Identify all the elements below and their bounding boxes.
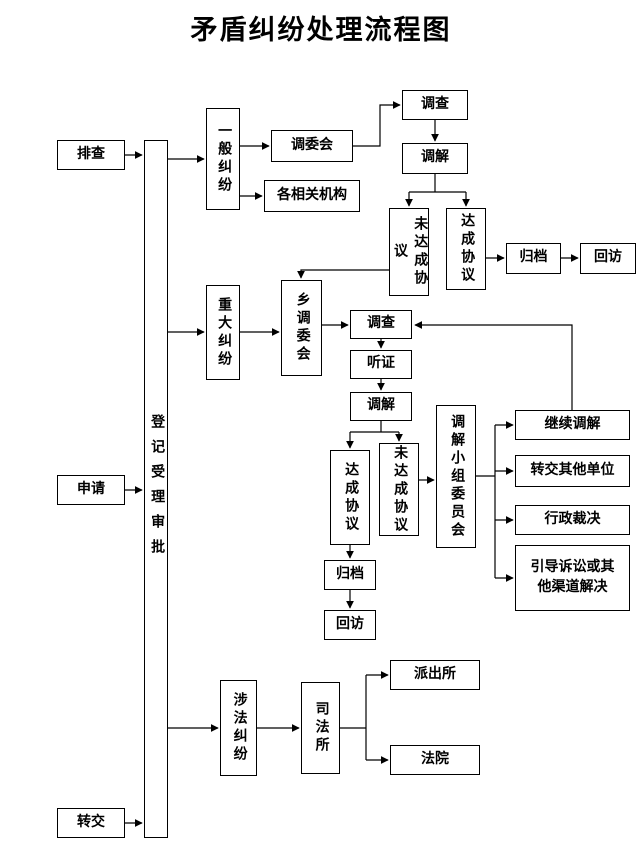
node-archive-2: 归档 [324, 560, 376, 590]
node-agreement-2-label: 达成协议 [343, 461, 359, 534]
node-major-dispute-label: 重大纠纷 [216, 296, 232, 369]
node-related-agencies-label: 各相关机构 [277, 187, 347, 203]
node-legal-dispute: 涉法纠纷 [220, 680, 257, 776]
node-no-agreement-1-label: 未达成协议 [392, 216, 428, 288]
node-archive-1-label: 归档 [519, 250, 548, 266]
node-continue-mediation-label: 继续调解 [544, 416, 601, 432]
node-transfer-label: 转交 [77, 814, 105, 830]
node-police-station-label: 派出所 [414, 666, 456, 682]
node-application-label: 申请 [77, 481, 105, 497]
node-police-station: 派出所 [390, 660, 480, 690]
node-court: 法院 [390, 745, 480, 775]
node-related-agencies: 各相关机构 [264, 180, 360, 212]
node-register-accept-approve-label: 登记受理审批 [149, 414, 165, 564]
node-justice-office-label: 司法所 [313, 701, 329, 755]
node-general-dispute-label: 一般纠纷 [216, 123, 232, 195]
node-hearing: 听证 [350, 350, 412, 379]
node-investigation-2-label: 调查 [367, 316, 395, 332]
node-agreement-1-label: 达成协议 [459, 213, 475, 285]
node-investigation-1: 调查 [402, 90, 468, 120]
node-mediation-group-committee-label: 调解小组委员会 [449, 413, 465, 540]
node-register-accept-approve: 登记受理审批 [144, 140, 168, 838]
node-litigation-guidance: 引导诉讼或其他渠道解决 [515, 545, 630, 611]
node-screening: 排查 [57, 140, 125, 170]
node-mediation-group-committee: 调解小组委员会 [436, 405, 476, 548]
node-mediation-2-label: 调解 [367, 398, 395, 414]
edge-noagreement1-township [297, 269, 389, 279]
node-justice-office: 司法所 [301, 682, 340, 774]
node-no-agreement-2: 未达成协议 [379, 443, 419, 536]
node-transfer-other-units-label: 转交其他单位 [530, 462, 615, 478]
node-follow-up-1-label: 回访 [594, 250, 622, 266]
node-litigation-guidance-label: 引导诉讼或其他渠道解决 [530, 559, 615, 595]
node-agreement-2: 达成协议 [330, 450, 370, 545]
node-follow-up-1: 回访 [580, 243, 636, 274]
edge-continue-investigation2-feedback [414, 321, 573, 410]
node-hearing-label: 听证 [367, 356, 395, 372]
node-archive-1: 归档 [506, 243, 561, 274]
node-administrative-ruling-label: 行政裁决 [544, 511, 601, 527]
node-agreement-1: 达成协议 [446, 208, 486, 290]
node-follow-up-2: 回访 [324, 610, 376, 640]
node-mediation-committee-label: 调委会 [291, 137, 333, 153]
node-administrative-ruling: 行政裁决 [515, 505, 630, 535]
node-major-dispute: 重大纠纷 [206, 285, 240, 380]
edge-committee-investigation1 [353, 101, 401, 147]
node-mediation-1-label: 调解 [421, 150, 449, 166]
node-mediation-2: 调解 [350, 392, 412, 421]
page-title: 矛盾纠纷处理流程图 [190, 15, 452, 45]
node-no-agreement-2-label: 未达成协议 [392, 444, 408, 535]
node-no-agreement-1: 未达成协议 [389, 208, 429, 296]
node-continue-mediation: 继续调解 [515, 410, 630, 440]
node-legal-dispute-label: 涉法纠纷 [231, 692, 247, 764]
node-township-mediation-committee: 乡调委会 [281, 280, 322, 376]
node-screening-label: 排查 [77, 146, 105, 162]
node-mediation-1: 调解 [402, 143, 468, 174]
node-application: 申请 [57, 475, 125, 505]
node-general-dispute: 一般纠纷 [206, 108, 240, 210]
node-investigation-2: 调查 [350, 310, 412, 339]
node-archive-2-label: 归档 [336, 566, 364, 582]
node-investigation-1-label: 调查 [421, 96, 449, 112]
node-transfer: 转交 [57, 808, 125, 838]
node-township-mediation-committee-label: 乡调委会 [294, 292, 310, 364]
node-mediation-committee: 调委会 [271, 130, 353, 162]
node-transfer-other-units: 转交其他单位 [515, 455, 630, 487]
node-follow-up-2-label: 回访 [336, 616, 364, 632]
node-court-label: 法院 [421, 751, 449, 767]
